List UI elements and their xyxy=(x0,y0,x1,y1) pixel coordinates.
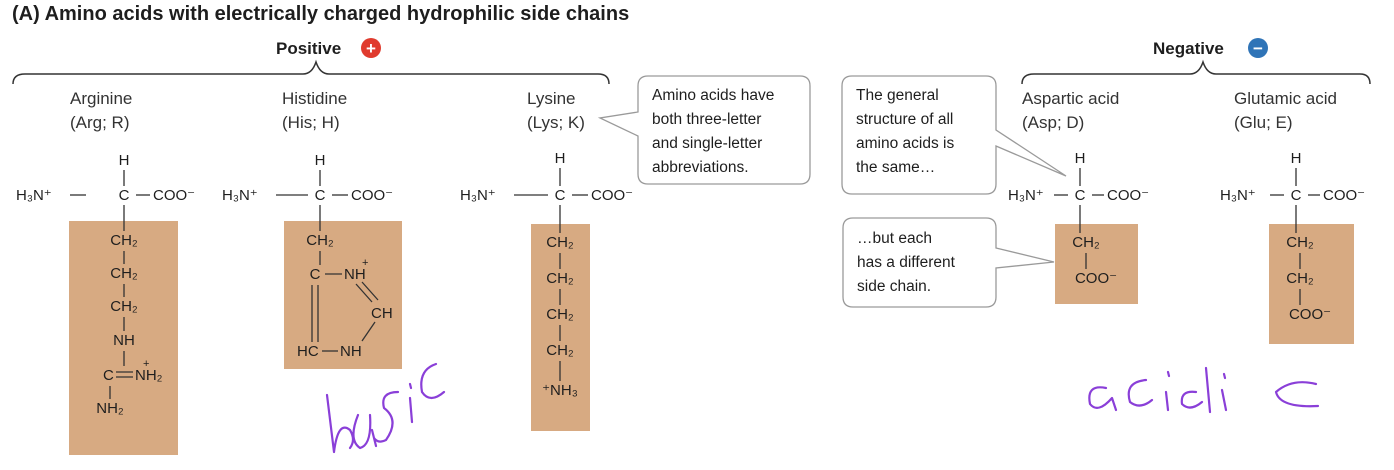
plus-icon-glyph: + xyxy=(366,39,376,58)
glutamic-acid-name: Glutamic acid xyxy=(1234,89,1337,108)
aspartic-acid-amine: H₃N⁺ xyxy=(1008,187,1044,204)
aspartic-acid-chain-2: COO⁻ xyxy=(1075,270,1117,287)
glutamic-acid-h: H xyxy=(1291,150,1302,167)
aspartic-acid-alpha-carbon: C xyxy=(1075,187,1086,204)
positive-brace xyxy=(12,59,610,85)
histidine-chain-2: C xyxy=(310,266,321,283)
arginine-amine: H₃N⁺ xyxy=(16,187,52,204)
arginine-h: H xyxy=(119,152,130,169)
histidine-plus: + xyxy=(362,257,368,269)
negative-label: Negative xyxy=(1153,39,1224,58)
handwritten-acidic xyxy=(1088,366,1320,414)
aspartic-acid-chain-1: CH₂ xyxy=(1072,234,1100,251)
arginine-chain-1: CH₂ xyxy=(110,232,138,249)
histidine-abbreviation: (His; H) xyxy=(282,113,340,132)
histidine-side-chain-box xyxy=(284,221,402,369)
histidine-chain-5: HC xyxy=(297,343,319,360)
glutamic-acid-chain-3: COO⁻ xyxy=(1289,306,1331,323)
lysine-carboxyl: COO⁻ xyxy=(591,187,633,204)
arginine: Arginine (Arg; R) H H₃N⁺ C COO⁻ CH₂ CH₂ … xyxy=(16,89,195,455)
glutamic-acid-chain-2: CH₂ xyxy=(1286,270,1314,287)
arginine-abbreviation: (Arg; R) xyxy=(70,113,130,132)
callout-abbreviations-line-4: abbreviations. xyxy=(652,159,749,176)
arginine-chain-2: CH₂ xyxy=(110,265,138,282)
histidine-chain-1: CH₂ xyxy=(306,232,334,249)
aspartic-acid-carboxyl: COO⁻ xyxy=(1107,187,1149,204)
arginine-alpha-carbon: C xyxy=(119,187,130,204)
handwritten-basic xyxy=(325,362,446,454)
glutamic-acid-alpha-carbon: C xyxy=(1291,187,1302,204)
callout-general-structure: The general structure of all amino acids… xyxy=(841,75,1067,195)
glutamic-acid-amine: H₃N⁺ xyxy=(1220,187,1256,204)
arginine-plus: + xyxy=(143,358,149,370)
lysine-chain-4: CH₂ xyxy=(546,342,574,359)
aspartic-acid: Aspartic acid (Asp; D) H H₃N⁺ C COO⁻ CH₂… xyxy=(1008,89,1149,304)
callout-general-line-1: The general xyxy=(856,87,939,104)
callout-general-line-2: structure of all xyxy=(856,111,953,128)
lysine-chain-3: CH₂ xyxy=(546,306,574,323)
lysine-chain-5: ⁺NH₃ xyxy=(542,382,578,399)
positive-label: Positive xyxy=(276,39,341,58)
histidine-h: H xyxy=(315,152,326,169)
callout-general-line-3: amino acids is xyxy=(856,135,954,152)
arginine-chain-4: NH xyxy=(113,332,135,349)
lysine-chain-2: CH₂ xyxy=(546,270,574,287)
glutamic-acid-carboxyl: COO⁻ xyxy=(1323,187,1365,204)
aspartic-acid-abbreviation: (Asp; D) xyxy=(1022,113,1084,132)
glutamic-acid-abbreviation: (Glu; E) xyxy=(1234,113,1293,132)
glutamic-acid-side-chain-box xyxy=(1269,224,1354,344)
callout-abbreviations-line-1: Amino acids have xyxy=(652,87,774,104)
lysine-abbreviation: (Lys; K) xyxy=(527,113,585,132)
lysine-alpha-carbon: C xyxy=(555,187,566,204)
histidine-name: Histidine xyxy=(282,89,347,108)
histidine-chain-6: NH xyxy=(340,343,362,360)
callout-abbreviations-line-2: both three-letter xyxy=(652,111,761,128)
arginine-chain-3: CH₂ xyxy=(110,298,138,315)
histidine-chain-4: CH xyxy=(371,305,393,322)
arginine-chain-5: C xyxy=(103,367,114,384)
callout-abbreviations-line-3: and single-letter xyxy=(652,135,762,152)
arginine-name: Arginine xyxy=(70,89,132,108)
aspartic-acid-h: H xyxy=(1075,150,1086,167)
histidine-amine: H₃N⁺ xyxy=(222,187,258,204)
lysine-amine: H₃N⁺ xyxy=(460,187,496,204)
callout-side-chain-line-3: side chain. xyxy=(857,278,931,295)
minus-icon: − xyxy=(1248,38,1268,58)
plus-icon: + xyxy=(361,38,381,58)
negative-brace xyxy=(1021,59,1371,85)
callout-side-chain: …but each has a different side chain. xyxy=(842,217,1055,308)
aspartic-acid-name: Aspartic acid xyxy=(1022,89,1119,108)
arginine-carboxyl: COO⁻ xyxy=(153,187,195,204)
callout-general-line-4: the same… xyxy=(856,159,935,176)
figure-title: (A) Amino acids with electrically charge… xyxy=(12,3,629,25)
minus-icon-glyph: − xyxy=(1253,39,1263,58)
callout-side-chain-line-1: …but each xyxy=(857,230,932,247)
arginine-chain-6: NH₂ xyxy=(135,367,163,384)
lysine: Lysine (Lys; K) H H₃N⁺ C COO⁻ CH₂ CH₂ CH… xyxy=(460,89,633,431)
histidine-carboxyl: COO⁻ xyxy=(351,187,393,204)
callout-side-chain-line-2: has a different xyxy=(857,254,956,271)
histidine: Histidine (His; H) H H₃N⁺ C COO⁻ CH₂ C N… xyxy=(222,89,402,369)
glutamic-acid: Glutamic acid (Glu; E) H H₃N⁺ C COO⁻ CH₂… xyxy=(1220,89,1365,344)
glutamic-acid-chain-1: CH₂ xyxy=(1286,234,1314,251)
callout-abbreviations: Amino acids have both three-letter and s… xyxy=(597,75,811,185)
histidine-alpha-carbon: C xyxy=(315,187,326,204)
arginine-chain-7: NH₂ xyxy=(96,400,124,417)
lysine-name: Lysine xyxy=(527,89,576,108)
aspartic-acid-side-chain-box xyxy=(1055,224,1138,304)
histidine-chain-3: NH xyxy=(344,266,366,283)
lysine-h: H xyxy=(555,150,566,167)
lysine-chain-1: CH₂ xyxy=(546,234,574,251)
